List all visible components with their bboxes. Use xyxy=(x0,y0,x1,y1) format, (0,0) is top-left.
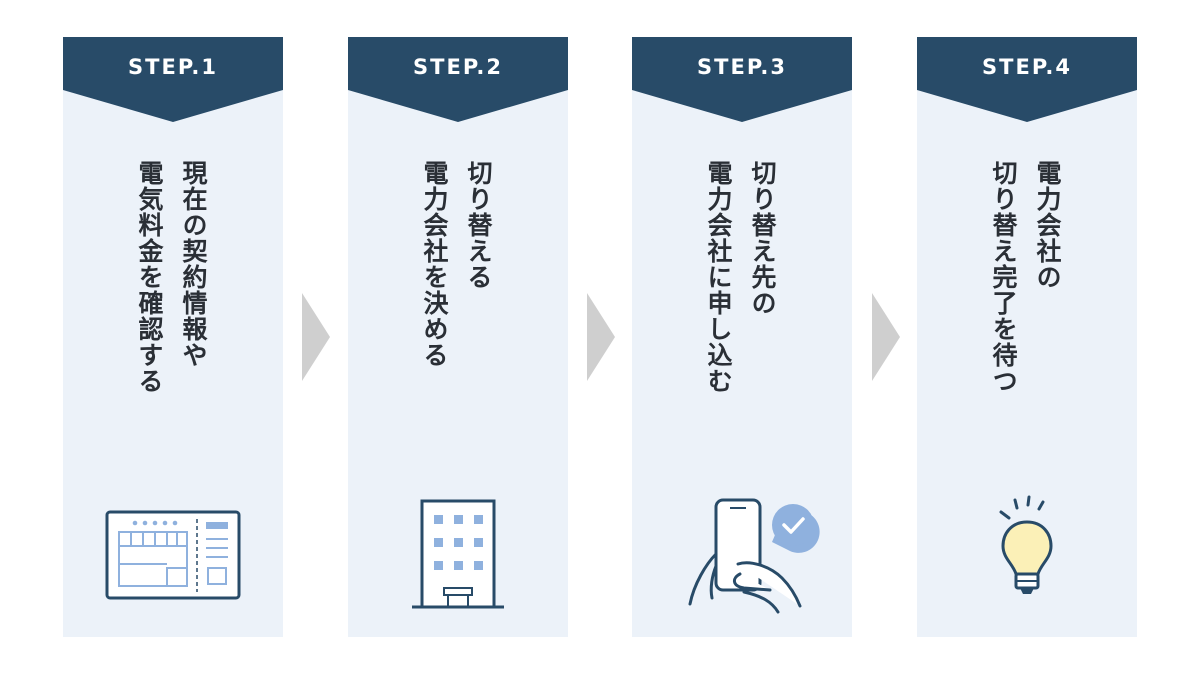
step-label-1: STEP.1 xyxy=(128,55,218,79)
step-1-line-2: 電気料金を確認する xyxy=(135,160,164,394)
smartphone-check-icon xyxy=(632,492,852,622)
step-4-line-2: 切り替え完了を待つ xyxy=(989,160,1018,394)
step-2-line-2: 電力会社を決める xyxy=(420,160,449,368)
step-header-1: STEP.1 xyxy=(63,37,283,122)
chevron-right-icon xyxy=(872,293,900,381)
step-4-line-1: 電力会社の xyxy=(1033,160,1062,290)
chevron-right-icon xyxy=(302,293,330,381)
step-label-3: STEP.3 xyxy=(697,55,787,79)
light-bulb-icon xyxy=(917,492,1137,622)
bill-document-icon xyxy=(63,492,283,622)
chevron-right-icon xyxy=(587,293,615,381)
step-3-line-2: 電力会社に申し込む xyxy=(704,160,733,394)
step-header-3: STEP.3 xyxy=(632,37,852,122)
step-2-line-1: 切り替える xyxy=(464,160,493,290)
step-label-4: STEP.4 xyxy=(982,55,1072,79)
step-card-1: STEP.1 現在の契約情報や 電気料金を確認する xyxy=(63,37,283,637)
step-1-line-1: 現在の契約情報や xyxy=(179,160,208,368)
step-3-line-1: 切り替え先の xyxy=(748,160,777,316)
step-card-4: STEP.4 電力会社の 切り替え完了を待つ xyxy=(917,37,1137,637)
step-card-2: STEP.2 切り替える 電力会社を決める xyxy=(348,37,568,637)
step-header-2: STEP.2 xyxy=(348,37,568,122)
building-icon xyxy=(348,492,568,622)
step-card-3: STEP.3 切り替え先の 電力会社に申し込む xyxy=(632,37,852,637)
step-header-4: STEP.4 xyxy=(917,37,1137,122)
step-label-2: STEP.2 xyxy=(413,55,503,79)
